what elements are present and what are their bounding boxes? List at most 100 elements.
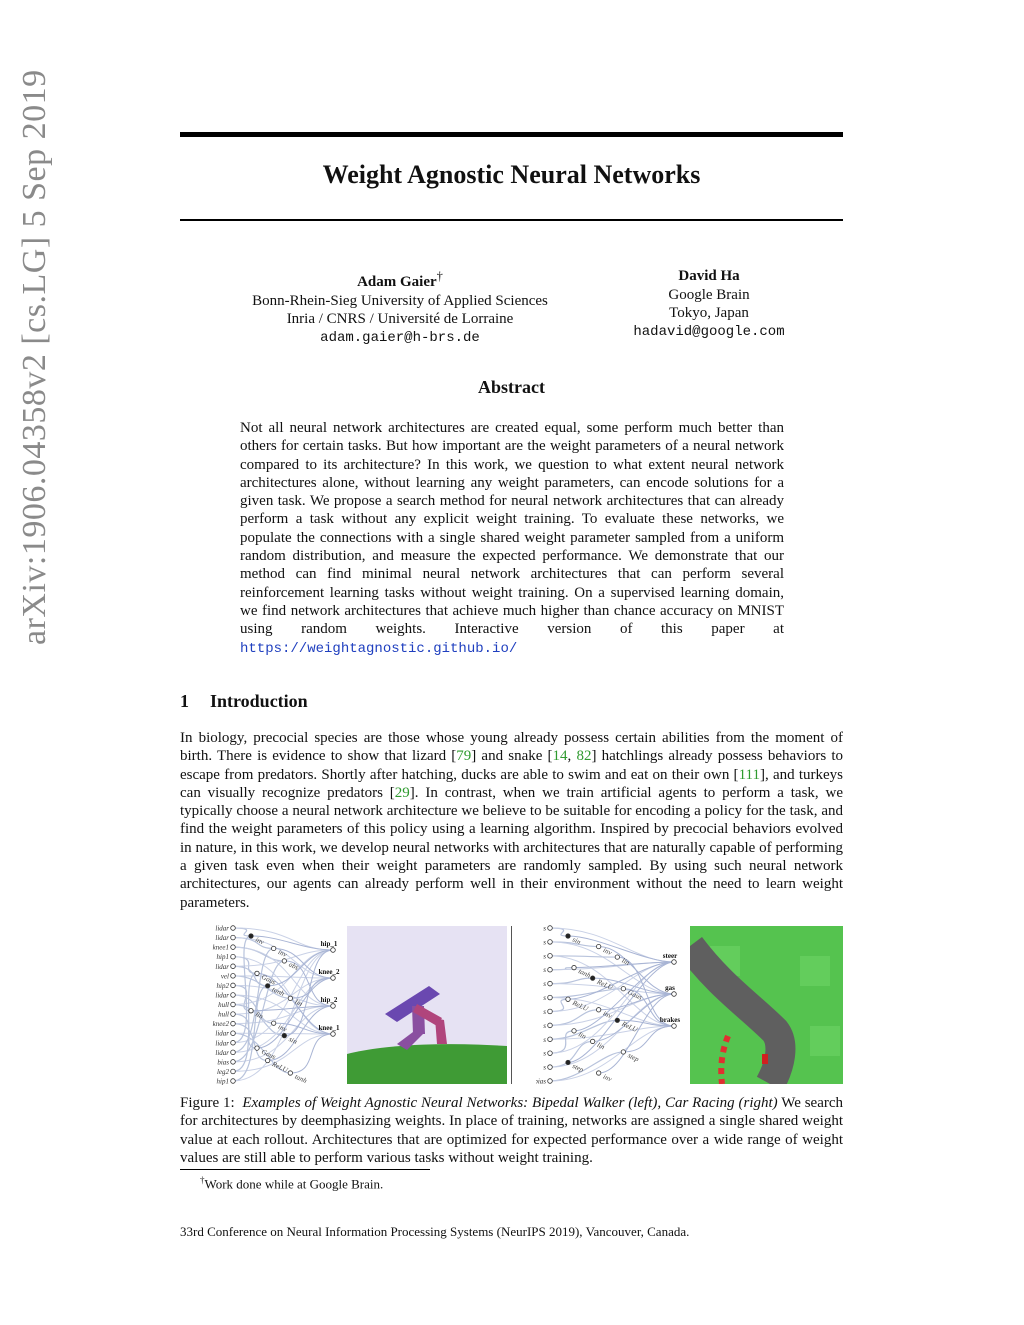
hidden-label: inv <box>254 936 266 947</box>
abstract-text: Not all neural network architectures are… <box>240 420 784 638</box>
input-node <box>230 963 236 969</box>
input-node <box>547 1008 553 1015</box>
output-label: steer <box>663 952 677 960</box>
output-label: knee_2 <box>319 968 341 976</box>
walker-leg <box>397 1032 425 1050</box>
hidden-node <box>265 983 271 989</box>
hidden-label: abs <box>287 960 299 971</box>
network-edge <box>232 985 268 1082</box>
input-label: hip2 <box>217 982 230 990</box>
figure-caption: Figure 1: Examples of Weight Agnostic Ne… <box>180 1094 843 1167</box>
caption-text: We search for architectures by deemphasi… <box>180 1095 844 1166</box>
intro-text: ], and turkeys can visually recognize pr… <box>180 766 844 801</box>
hidden-label: inv <box>277 948 289 959</box>
hidden-node <box>620 1049 626 1055</box>
input-label: hull <box>218 1011 229 1019</box>
citation-link[interactable]: 111 <box>738 766 760 783</box>
hidden-label: tanh <box>293 1073 308 1086</box>
walker-leg <box>413 1004 442 1026</box>
abstract-heading: Abstract <box>478 377 545 397</box>
hidden-node <box>281 958 287 964</box>
network-edge <box>290 977 334 999</box>
figure-divider <box>511 926 512 1084</box>
input-node <box>230 1078 236 1084</box>
input-label: knee2 <box>213 1020 230 1028</box>
conference-footer: 33rd Conference on Neural Information Pr… <box>180 1224 690 1239</box>
network-edge <box>232 1033 334 1072</box>
output-node <box>330 947 336 953</box>
car-racing-network-diagram: sssssssssssbiassininvlintanhReLUGausReLU… <box>536 925 680 1086</box>
abstract-body: Not all neural network architectures are… <box>240 419 784 658</box>
network-edge <box>573 961 675 969</box>
input-label: hull <box>218 1001 229 1009</box>
track-road <box>690 936 796 1084</box>
citation-link[interactable]: 14 <box>552 748 568 765</box>
network-edge <box>273 947 334 979</box>
hidden-node <box>271 1020 277 1026</box>
title-top-rule <box>180 132 843 137</box>
hidden-label: step <box>626 1051 640 1063</box>
output-node <box>330 975 336 981</box>
author-affiliation: Google Brain <box>668 286 750 303</box>
output-node <box>671 959 677 965</box>
input-node <box>547 925 553 931</box>
input-node <box>230 934 236 941</box>
hidden-node <box>271 945 277 952</box>
hidden-node <box>614 954 620 960</box>
author-name: Adam Gaier <box>357 274 437 290</box>
input-label: vel <box>221 972 229 980</box>
title-bottom-rule <box>180 219 843 221</box>
input-label: lidar <box>215 963 229 971</box>
input-label: lidar <box>215 1049 229 1057</box>
input-label: s <box>543 1022 546 1030</box>
citation-link[interactable]: 82 <box>576 748 592 765</box>
network-edge <box>567 961 675 1000</box>
input-label: s <box>543 994 546 1002</box>
footnote-text: Work done while at Google Brain. <box>204 1176 384 1192</box>
input-label: lidar <box>215 925 229 933</box>
input-node <box>547 1078 553 1084</box>
network-edges <box>232 927 334 1082</box>
hidden-node <box>614 1017 620 1023</box>
footnote-mark: † <box>200 1175 205 1185</box>
network-edge <box>617 956 675 1027</box>
citation-link[interactable]: 29 <box>394 784 410 801</box>
hidden-label: lin <box>577 1030 588 1041</box>
hidden-node <box>287 1070 293 1076</box>
hidden-node <box>590 1038 596 1044</box>
network-edge <box>549 941 675 995</box>
citation-link[interactable]: 79 <box>456 748 472 765</box>
input-label: lidar <box>215 1039 229 1047</box>
network-edge <box>549 955 675 1027</box>
car-racing-image <box>690 926 843 1084</box>
network-edge <box>549 1040 593 1068</box>
network-edge <box>549 998 569 1013</box>
input-node <box>547 980 553 987</box>
hidden-node <box>248 1008 254 1014</box>
author-footnote-mark: † <box>436 269 443 283</box>
input-label: s <box>543 925 546 933</box>
hidden-node <box>265 1057 271 1064</box>
intro-text: ] and snake [ <box>471 748 553 765</box>
network-edge <box>592 993 675 1042</box>
input-node <box>230 1068 236 1075</box>
output-label: gas <box>665 984 675 992</box>
hidden-label: step <box>571 1062 585 1074</box>
input-node <box>230 1020 236 1027</box>
input-label: s <box>543 980 546 988</box>
section-number: 1 <box>180 691 189 711</box>
author-affiliation: Tokyo, Japan <box>669 305 749 321</box>
walker-network-diagram: lidarlidarknee1hip1lidarvelhip2lidarhull… <box>213 925 341 1086</box>
bipedal-walker-image <box>347 926 507 1084</box>
hidden-label: inv <box>602 1009 614 1020</box>
input-label: s <box>543 938 546 946</box>
input-node <box>230 953 236 960</box>
network-edge <box>256 977 334 1049</box>
project-link[interactable]: https://weightagnostic.github.io/ <box>240 640 518 657</box>
input-node <box>230 1030 236 1036</box>
footnote: †Work done while at Google Brain. <box>200 1175 383 1192</box>
grass-tile <box>810 1026 840 1056</box>
input-node <box>547 953 553 959</box>
input-label: s <box>543 952 546 960</box>
